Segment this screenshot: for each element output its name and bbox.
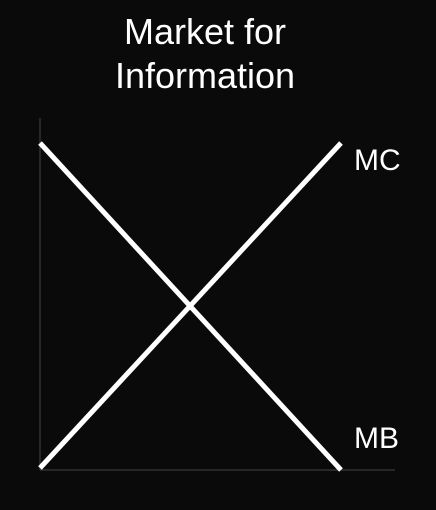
title-line-2: Information xyxy=(114,55,296,96)
title-line-1: Market for xyxy=(123,11,287,52)
mc-label: MC xyxy=(354,144,401,177)
mb-label: MB xyxy=(354,422,399,455)
mc-curve xyxy=(38,141,343,470)
diagram-title: Market for Information xyxy=(0,10,410,98)
